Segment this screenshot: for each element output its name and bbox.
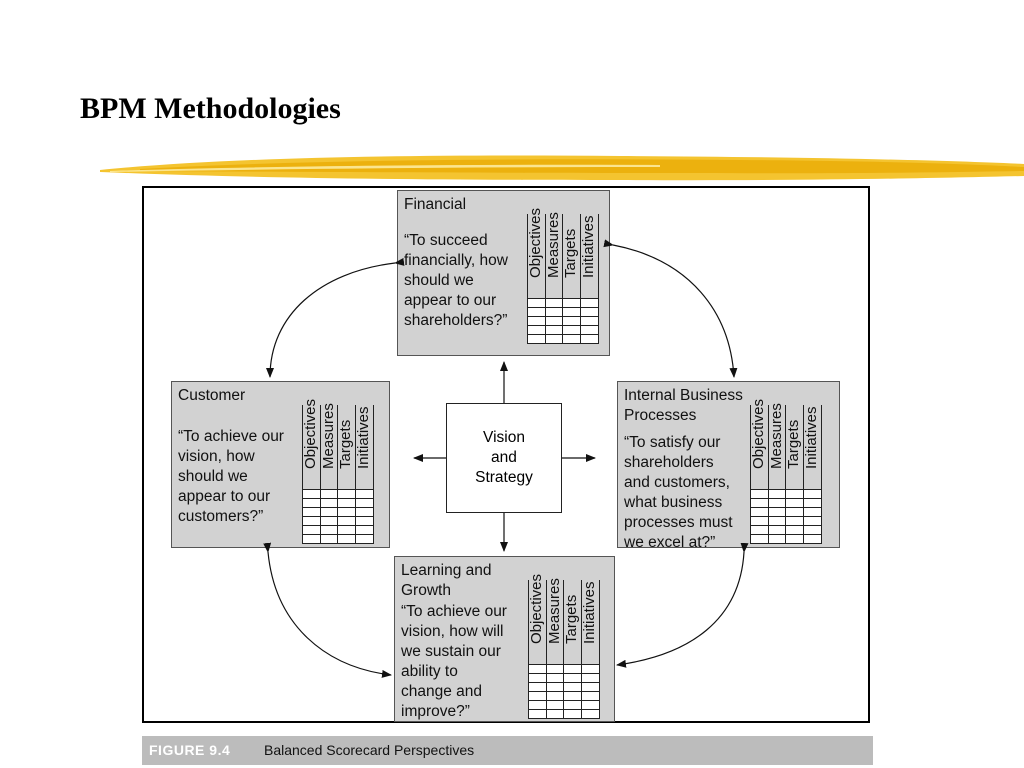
column-header: Objectives	[528, 574, 547, 664]
learning-and-growth-perspective-box: Learning and Growth “To achieve our visi…	[394, 556, 615, 722]
table-row	[303, 489, 373, 498]
scorecard-table: Objectives Measures Targets Initiatives	[527, 208, 599, 344]
customer-perspective-box: Customer “To achieve our vision, how sho…	[171, 381, 390, 548]
table-row	[751, 534, 821, 543]
perspective-title: Internal Business Processes	[624, 387, 743, 424]
table-row	[529, 691, 599, 700]
column-header: Measures	[545, 212, 563, 298]
scorecard-table: Objectives Measures Targets Initiatives	[302, 399, 374, 544]
table-row	[528, 325, 598, 334]
perspective-title: Learning and Growth	[401, 562, 492, 599]
internal-business-processes-perspective-box: Internal Business Processes “To satisfy …	[617, 381, 840, 551]
table-row	[528, 307, 598, 316]
table-row	[529, 664, 599, 673]
table-row	[303, 516, 373, 525]
perspective-question: “To achieve our vision, how should we ap…	[178, 428, 284, 525]
column-header: Objectives	[750, 399, 769, 489]
column-header: Initiatives	[581, 581, 599, 644]
table-row	[751, 507, 821, 516]
table-row	[303, 534, 373, 543]
table-row	[528, 334, 598, 343]
table-row	[528, 298, 598, 307]
table-row	[529, 682, 599, 691]
scorecard-table: Objectives Measures Targets Initiatives	[528, 574, 600, 719]
table-row	[303, 498, 373, 507]
column-header: Initiatives	[580, 215, 598, 278]
column-header: Objectives	[302, 399, 321, 489]
column-header: Targets	[785, 405, 804, 489]
table-row	[303, 525, 373, 534]
table-row	[529, 700, 599, 709]
column-header: Objectives	[527, 208, 546, 298]
column-header: Measures	[768, 403, 786, 489]
figure-number: FIGURE 9.4	[149, 742, 231, 758]
perspective-title: Financial	[404, 196, 467, 213]
column-header: Targets	[563, 580, 582, 664]
table-row	[529, 673, 599, 682]
column-header: Initiatives	[355, 406, 373, 469]
table-row	[751, 489, 821, 498]
yellow-brush-stroke-divider	[100, 155, 1024, 181]
table-row	[528, 316, 598, 325]
perspective-question: “To succeed financially, how should we a…	[404, 232, 508, 329]
table-row	[751, 525, 821, 534]
vision-and-strategy-box: Vision and Strategy	[446, 403, 562, 513]
figure-caption: Balanced Scorecard Perspectives	[264, 742, 475, 758]
column-header: Targets	[562, 214, 581, 298]
scorecard-table: Objectives Measures Targets Initiatives	[750, 399, 822, 544]
perspective-question: “To satisfy our shareholders and custome…	[624, 434, 733, 551]
column-header: Initiatives	[803, 406, 821, 469]
column-header: Targets	[337, 405, 356, 489]
slide-title: BPM Methodologies	[80, 92, 341, 125]
column-header: Measures	[546, 578, 564, 664]
financial-perspective-box: Financial “To succeed financially, how s…	[397, 190, 610, 356]
table-row	[529, 709, 599, 718]
perspective-title: Customer	[178, 387, 246, 404]
column-header: Measures	[320, 403, 338, 489]
table-row	[751, 516, 821, 525]
perspective-question: “To achieve our vision, how will we sust…	[401, 603, 507, 720]
table-row	[303, 507, 373, 516]
figure-caption-bar: FIGURE 9.4 Balanced Scorecard Perspectiv…	[142, 736, 873, 765]
table-row	[751, 498, 821, 507]
